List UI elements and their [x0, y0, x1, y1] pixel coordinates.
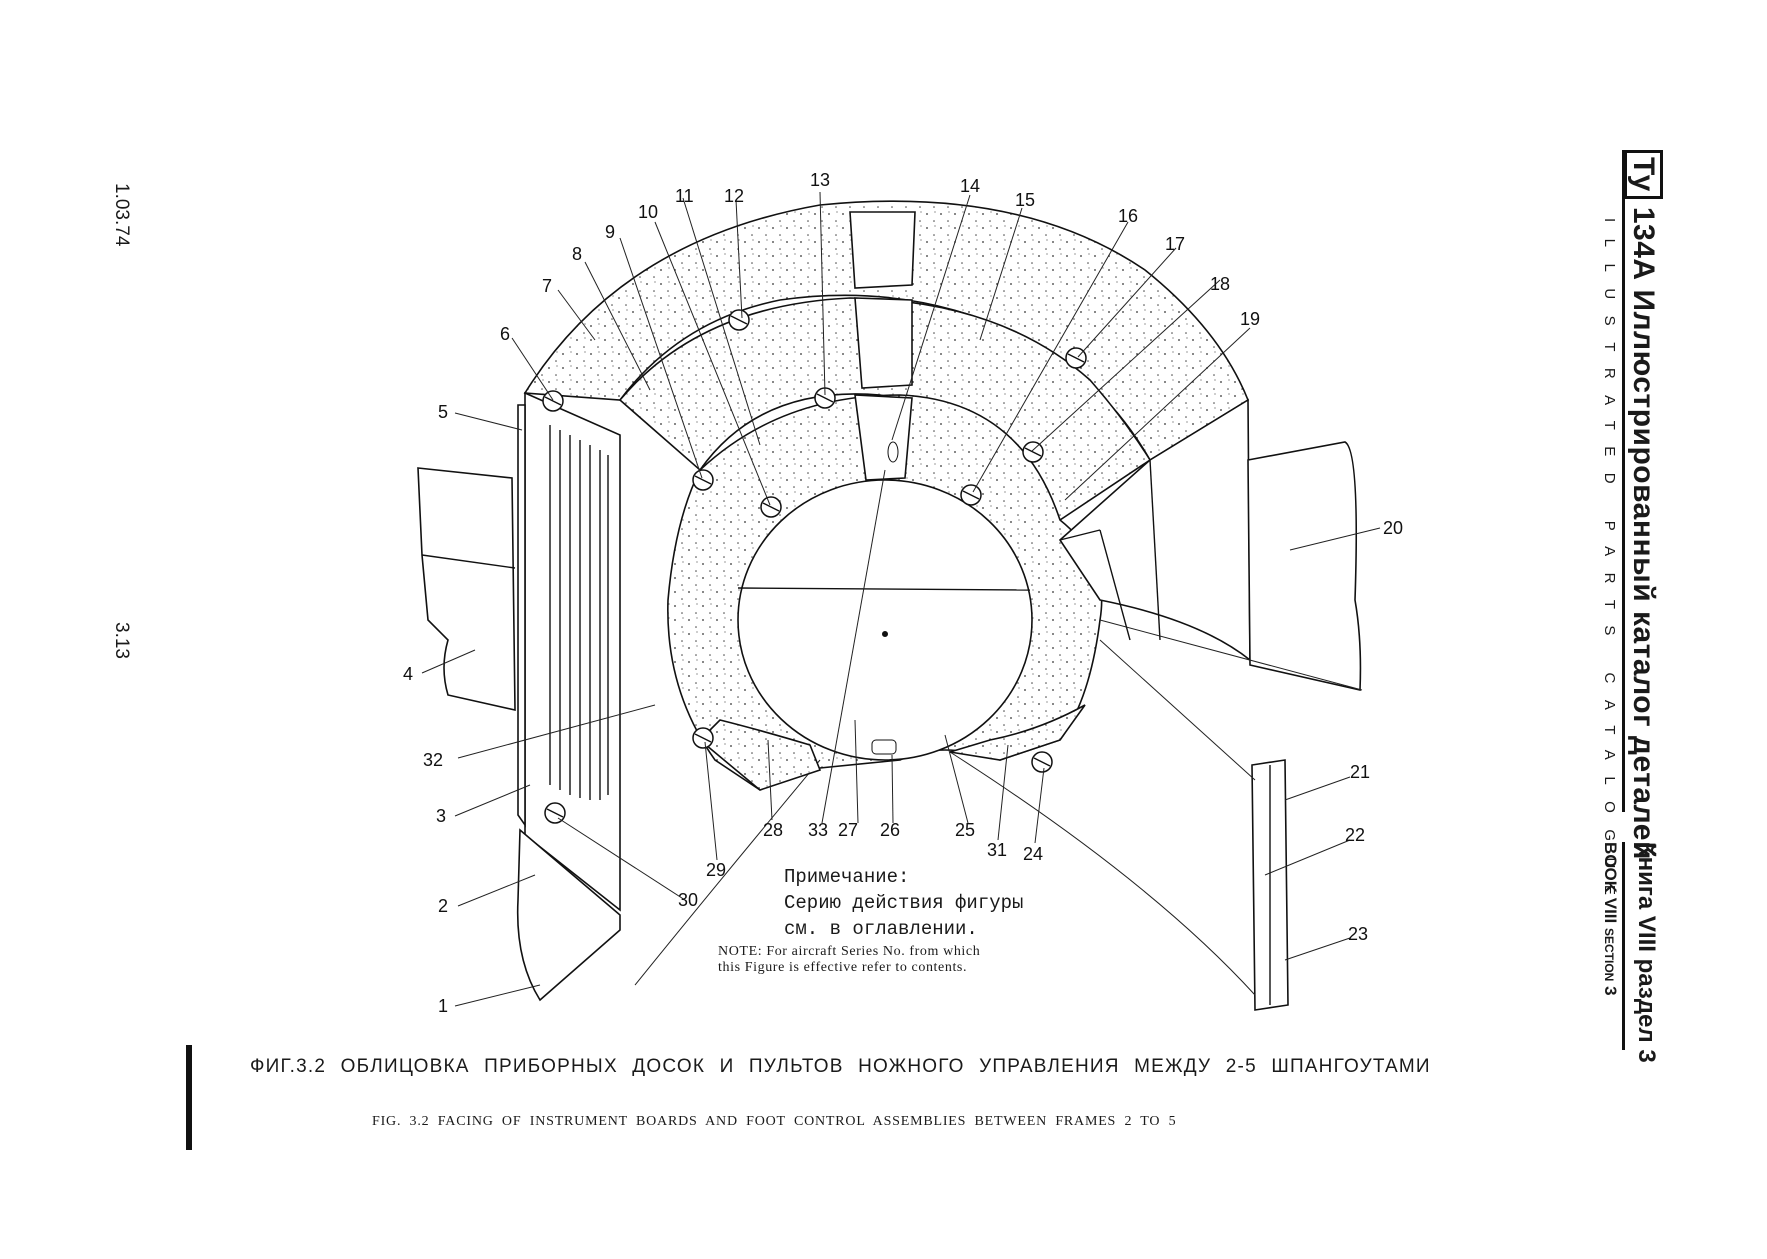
callout-30: 30	[678, 890, 698, 910]
callout-3: 3	[436, 806, 446, 826]
lower-right-segment	[949, 704, 1086, 761]
left-side-panel	[524, 391, 621, 912]
figure-caption-en: FIG. 3.2 FACING OF INSTRUMENT BOARDS AND…	[372, 1114, 1177, 1129]
callout-17: 17	[1165, 234, 1185, 254]
left-panel-slots	[549, 425, 609, 800]
lower-left-segment	[698, 719, 822, 791]
callout-28: 28	[763, 820, 783, 840]
callout-24: 24	[1023, 844, 1043, 864]
callout-32: 32	[423, 750, 443, 770]
left-outer-strip	[517, 404, 526, 828]
callout-7: 7	[542, 276, 552, 296]
margin-change-bar	[186, 1045, 192, 1150]
note-ru-line3: см. в оглавлении.	[784, 918, 978, 940]
callout-6: 6	[500, 324, 510, 344]
callout-29: 29	[706, 860, 726, 880]
leader-lines	[421, 191, 1381, 1007]
header-rule-2	[1622, 842, 1625, 1050]
callout-27: 27	[838, 820, 858, 840]
callout-numbers: 1 2 3 4 5 6 7 8 9 10 11 12 13 14 15 16 1…	[403, 170, 1403, 1016]
callout-23: 23	[1348, 924, 1368, 944]
callout-10: 10	[638, 202, 658, 222]
callout-22: 22	[1345, 825, 1365, 845]
callout-18: 18	[1210, 274, 1230, 294]
figure-caption-ru: ФИГ.3.2 ОБЛИЦОВКА ПРИБОРНЫХ ДОСОК И ПУЛЬ…	[250, 1056, 1431, 1077]
outer-arch-panel	[523, 200, 1249, 462]
callout-26: 26	[880, 820, 900, 840]
center-post	[854, 394, 913, 481]
left-console-bracket	[417, 467, 516, 712]
bottom-fastener	[871, 739, 897, 755]
window-frame-top	[849, 211, 916, 289]
callout-8: 8	[572, 244, 582, 264]
callout-4: 4	[403, 664, 413, 684]
callout-31: 31	[987, 840, 1007, 860]
callout-11: 11	[675, 186, 694, 206]
callout-5: 5	[438, 402, 448, 422]
callout-9: 9	[605, 222, 615, 242]
callout-25: 25	[955, 820, 975, 840]
callout-33: 33	[808, 820, 828, 840]
left-lower-panel	[516, 828, 621, 1002]
callout-14: 14	[960, 176, 980, 196]
center-opening	[737, 479, 1033, 761]
callout-21: 21	[1350, 762, 1370, 782]
callout-13: 13	[810, 170, 830, 190]
callout-20: 20	[1383, 518, 1403, 538]
callout-12: 12	[724, 186, 744, 206]
right-console-bracket	[1247, 441, 1362, 691]
header-rule	[1622, 150, 1625, 812]
note-en-line1: NOTE: For aircraft Series No. from which	[718, 944, 981, 959]
note-en-line2: this Figure is effective refer to conten…	[718, 960, 968, 975]
callout-15: 15	[1015, 190, 1035, 210]
callout-16: 16	[1118, 206, 1138, 226]
callout-2: 2	[438, 896, 448, 916]
note-ru-line2: Серию действия фигуры	[784, 892, 1024, 914]
note-ru-heading: Примечание:	[784, 866, 910, 888]
callout-1: 1	[438, 996, 448, 1016]
window-frame-mid	[854, 297, 913, 389]
fasteners	[542, 309, 1087, 824]
callout-19: 19	[1240, 309, 1260, 329]
